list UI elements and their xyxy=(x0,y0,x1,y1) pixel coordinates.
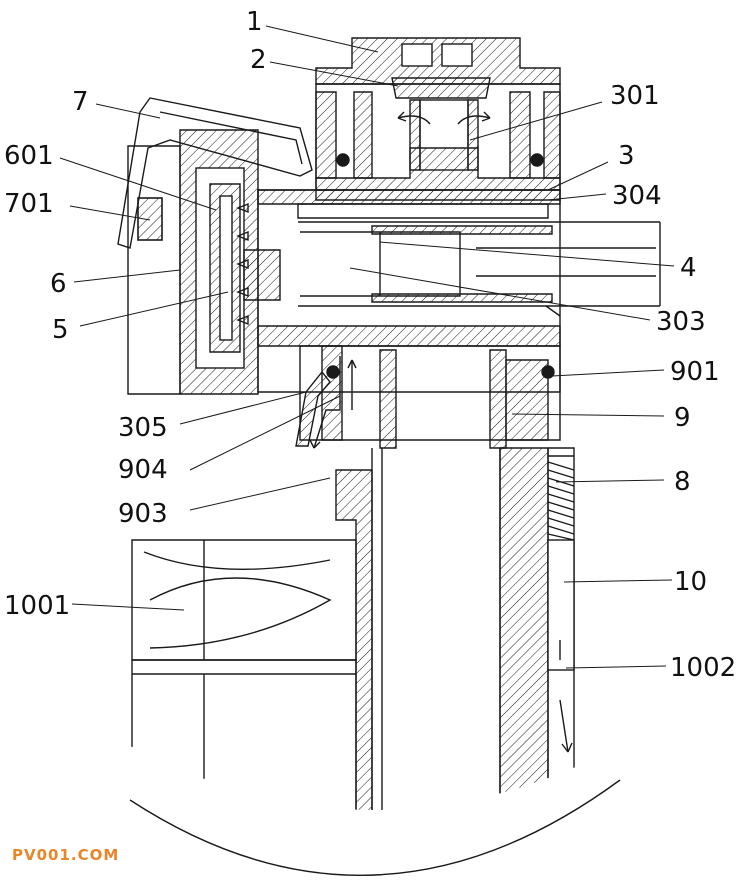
watermark-text: PV001.COM xyxy=(12,846,120,864)
vertical-tube-section xyxy=(131,447,575,810)
central-body xyxy=(257,189,661,393)
callout-301: 301 xyxy=(610,81,660,111)
left-valve-body xyxy=(127,129,281,395)
callout-3: 3 xyxy=(618,141,635,171)
callout-6: 6 xyxy=(50,269,67,299)
callout-9: 9 xyxy=(674,403,691,433)
callout-304: 304 xyxy=(612,181,662,211)
callout-labels: 1 2 301 7 3 601 304 701 4 6 303 5 901 30… xyxy=(4,7,736,683)
callout-901: 901 xyxy=(670,357,720,387)
leader-lines xyxy=(59,25,675,669)
callout-1: 1 xyxy=(246,7,263,37)
callout-2: 2 xyxy=(250,45,267,75)
callout-1002: 1002 xyxy=(670,653,736,683)
handle-part xyxy=(117,97,313,249)
callout-303: 303 xyxy=(656,307,706,337)
callout-903: 903 xyxy=(118,499,168,529)
callout-601: 601 xyxy=(4,141,54,171)
callout-8: 8 xyxy=(674,467,691,497)
callout-5: 5 xyxy=(52,315,69,345)
callout-305: 305 xyxy=(118,413,168,443)
callout-904: 904 xyxy=(118,455,168,485)
upper-housing xyxy=(315,83,561,201)
callout-701: 701 xyxy=(4,189,54,219)
callout-10: 10 xyxy=(674,567,707,597)
bottom-arc xyxy=(129,779,621,876)
top-cap-part xyxy=(315,37,561,99)
callout-7: 7 xyxy=(72,87,89,117)
callout-4: 4 xyxy=(680,253,697,283)
lower-flange xyxy=(295,345,561,449)
callout-1001: 1001 xyxy=(4,591,70,621)
